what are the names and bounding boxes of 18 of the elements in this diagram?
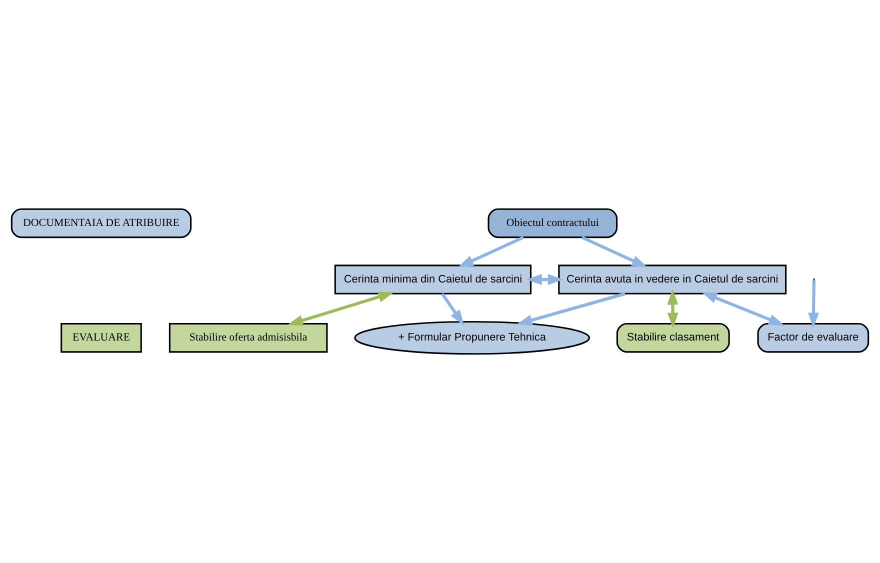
node-box: Cerinta avuta in vedere in Caietul de sarcini: [558, 264, 787, 294]
node-box: Factor de evaluare: [757, 322, 870, 353]
arrow: [287, 292, 394, 326]
arrow: [458, 236, 524, 268]
node-box: Cerinta minima din Caietul de sarcini: [334, 264, 532, 294]
node-box: Stabilire clasament: [616, 322, 730, 353]
arrow: [667, 289, 678, 328]
arrow: [701, 292, 784, 326]
arrow: [581, 236, 648, 268]
node-box: Stabilire oferta admisisbila: [168, 322, 328, 353]
arrow: [440, 292, 464, 326]
node-box: DOCUMENTAIA DE ATRIBUIRE: [10, 208, 192, 238]
node-box: EVALUARE: [60, 322, 142, 353]
arrow: [516, 292, 626, 326]
arrow: [808, 280, 819, 328]
node-ellipse: + Formular Propunere Tehnica: [354, 321, 590, 355]
node-box: Obiectul contractului: [488, 208, 618, 238]
arrow: [526, 274, 564, 286]
